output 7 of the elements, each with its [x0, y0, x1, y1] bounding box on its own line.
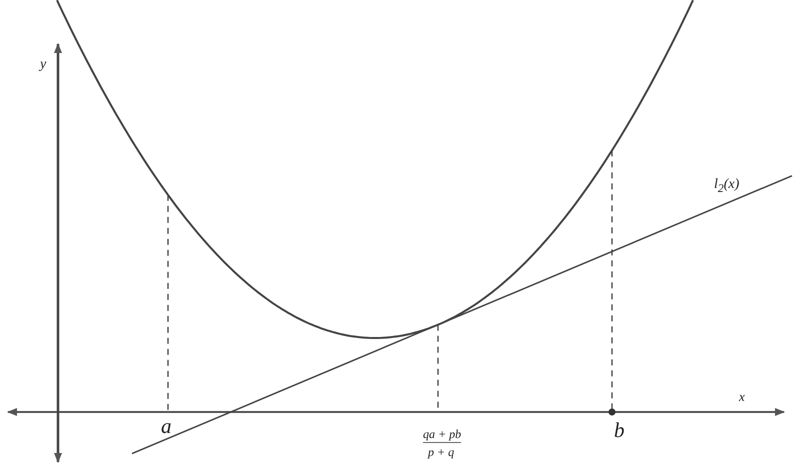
point-label: a: [161, 416, 172, 437]
axis-label: x: [739, 390, 745, 403]
line-label: l$_{2}$(x): [714, 178, 740, 194]
fraction-numerator: qa + pb: [423, 428, 462, 443]
point-label: b: [614, 420, 624, 441]
axis-label: y: [40, 58, 46, 72]
fraction-denominator: p + q: [428, 446, 454, 458]
